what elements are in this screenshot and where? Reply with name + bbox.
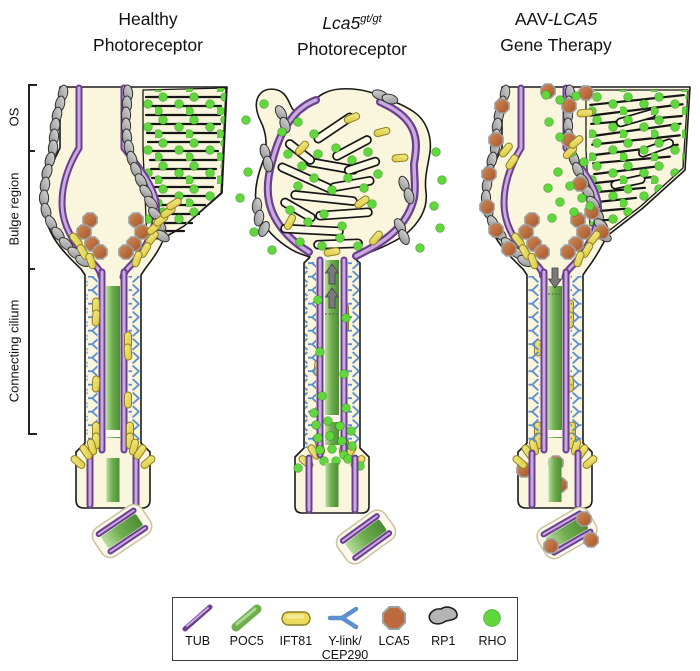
therapy-basal-body (528, 449, 582, 509)
mutant-connecting-cilium (293, 256, 365, 473)
legend-item-poc5: POC5 (223, 603, 270, 648)
legend-item-rp1: RP1 (420, 603, 467, 648)
title-therapy: AAV-LCA5 Gene Therapy (441, 6, 671, 58)
mutant-gene-name: Lca5 (322, 12, 361, 33)
y-links-left (305, 262, 316, 448)
title-healthy-line2: Photoreceptor (93, 35, 203, 55)
y-link-icon (327, 606, 359, 630)
legend-label: IFT81 (279, 634, 313, 648)
title-healthy: Healthy Photoreceptor (33, 6, 263, 58)
legend-item-ift81: IFT81 (272, 603, 319, 648)
title-therapy-line2: Gene Therapy (500, 35, 612, 55)
poc5-rod-icon (231, 604, 262, 632)
y-links-right (128, 276, 140, 442)
y-links-left (86, 276, 98, 442)
therapy-connecting-cilium (528, 267, 582, 454)
legend-label: Y-link/ CEP290 (321, 634, 369, 662)
mutant-superscript: gt/gt (360, 13, 382, 25)
region-bracket (28, 84, 30, 434)
mutant-disordered-discs (277, 112, 381, 250)
lca5-octagon-icon (382, 606, 407, 630)
poc5-core (106, 286, 120, 438)
therapy-photoreceptor (479, 83, 691, 563)
title-mutant: Lca5gt/gt Photoreceptor (237, 6, 467, 62)
poc5-core (548, 286, 562, 438)
mutant-basal-body (305, 454, 359, 514)
therapy-gene-name: LCA5 (553, 9, 598, 29)
legend-label: RHO (478, 634, 507, 648)
legend-box: TUB POC5 IFT81 Y-link/ CEP290 (172, 597, 518, 662)
legend-label: TUB (185, 634, 211, 648)
title-therapy-line1: AAV-LCA5 (441, 6, 671, 32)
poc5-core (325, 260, 339, 445)
title-mutant-line1: Lca5gt/gt (237, 6, 467, 36)
healthy-daughter-centriole (87, 499, 157, 563)
mutant-photoreceptor (235, 87, 447, 569)
y-links-right (348, 262, 359, 448)
legend-item-ylink: Y-link/ CEP290 (321, 603, 368, 662)
healthy-photoreceptor (38, 83, 228, 563)
mutant-daughter-centriole (331, 505, 401, 569)
legend-item-tub: TUB (174, 603, 221, 648)
legend-item-lca5: LCA5 (371, 603, 418, 648)
therapy-outer-segment-discs (585, 89, 689, 234)
rho-dot-icon (483, 609, 502, 627)
bracket-tick-os-bulge (28, 150, 35, 152)
bracket-tick-top (28, 84, 37, 86)
therapy-prefix: AAV- (514, 9, 554, 29)
title-healthy-line1: Healthy (118, 9, 178, 29)
healthy-connecting-cilium (86, 268, 140, 454)
rp1-blob-icon (428, 606, 459, 625)
legend-label: LCA5 (378, 634, 410, 648)
bracket-tick-bulge-cilium (28, 268, 35, 270)
y-links-left (528, 276, 540, 442)
bracket-tick-bottom (28, 433, 37, 435)
y-links-right (570, 276, 582, 442)
legend-label: POC5 (229, 634, 264, 648)
title-mutant-line2: Photoreceptor (297, 38, 407, 59)
healthy-basal-body (86, 449, 140, 509)
healthy-outer-segment-discs (142, 87, 227, 242)
legend-label: RP1 (431, 634, 456, 648)
legend-item-rho: RHO (469, 603, 516, 648)
tub-rod-icon (182, 604, 213, 632)
ift81-pill-icon (281, 611, 311, 626)
